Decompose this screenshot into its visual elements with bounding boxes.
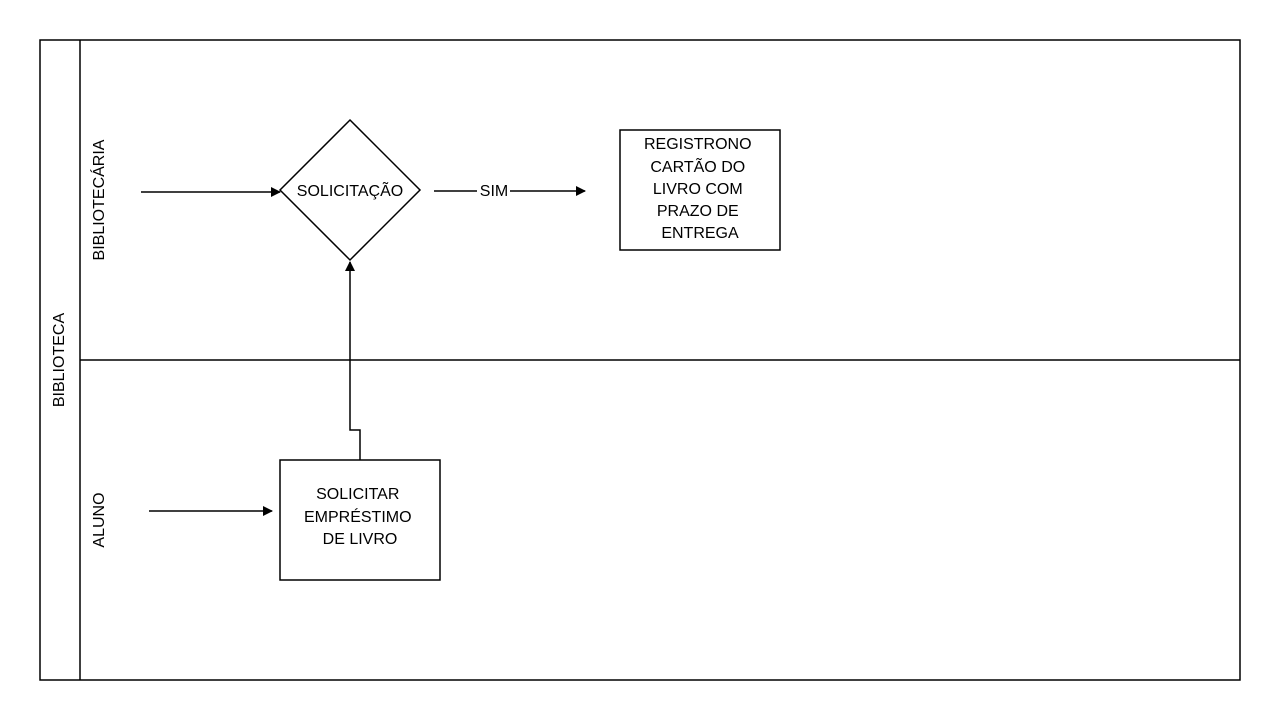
pool-label: BIBLIOTECA (51, 313, 68, 408)
lane-label-bibliotecaria: BIBLIOTECÁRIA (89, 139, 108, 260)
decision-node[interactable] (278, 118, 422, 262)
request-label-line: SOLICITAR (316, 486, 399, 503)
decision-label: SOLICITAÇÃO (297, 180, 403, 200)
edge-request-decision (345, 261, 361, 460)
request-label: SOLICITAR EMPRÉSTIMO DE LIVRO (304, 486, 416, 548)
request-label-line: DE LIVRO (323, 531, 398, 548)
register-node[interactable] (619, 129, 781, 251)
request-node[interactable] (279, 459, 441, 581)
edge-decision-register-label: SIM (480, 183, 508, 200)
register-label-line: ENTREGA (661, 225, 739, 242)
lane-label-aluno: ALUNO (91, 492, 108, 547)
register-label-line: CARTÃO DO (650, 156, 745, 176)
register-label-line: PRAZO DE (657, 203, 739, 220)
register-label-line: REGISTRONO (644, 136, 752, 153)
request-label-line: EMPRÉSTIMO (304, 507, 412, 526)
register-label-line: LIVRO COM (653, 181, 743, 198)
register-label: REGISTRONO CARTÃO DO LIVRO COM PRAZO DE … (644, 136, 756, 242)
